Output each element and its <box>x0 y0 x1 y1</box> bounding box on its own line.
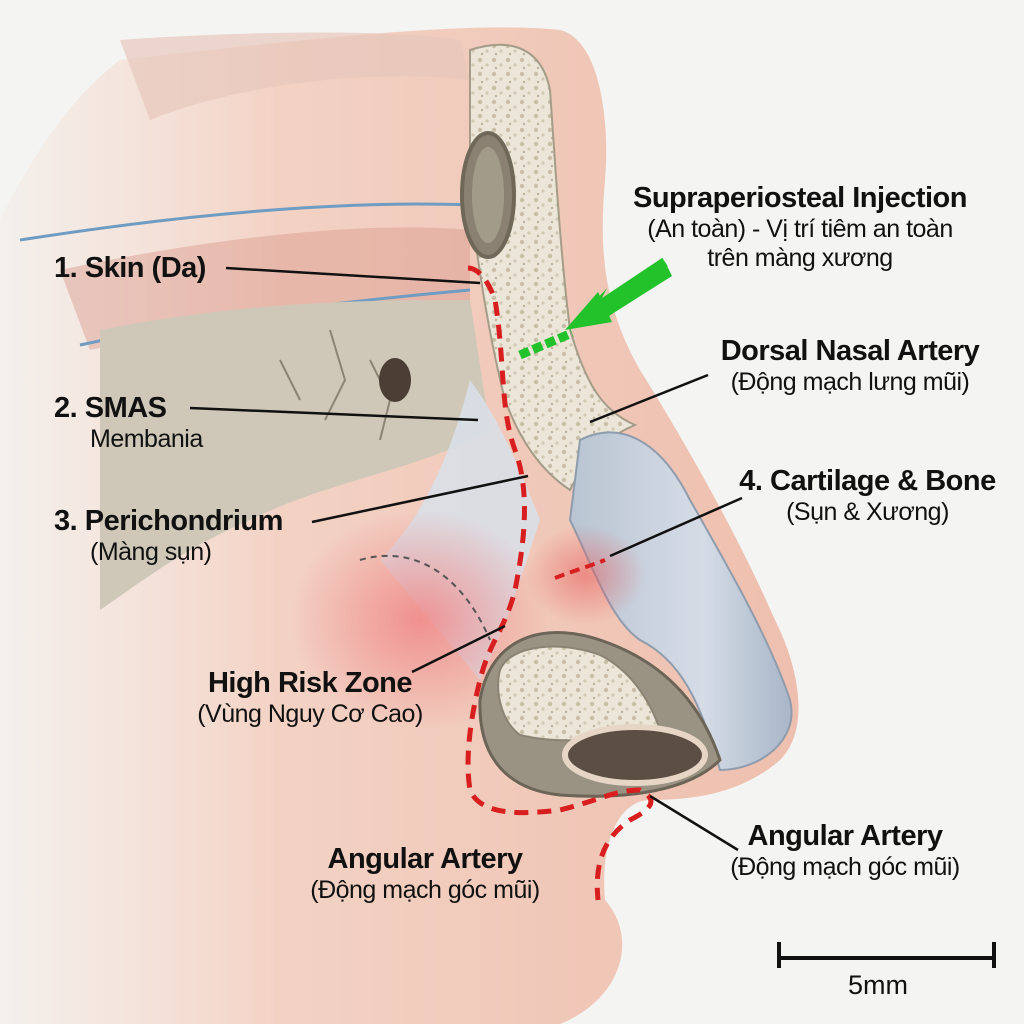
label-high-risk-subtitle: (Vùng Nguy Cơ Cao) <box>197 700 423 729</box>
high-risk-glow-2 <box>525 525 645 625</box>
leader-angular-right <box>649 794 739 852</box>
leader-lines <box>189 266 743 852</box>
label-dorsal-title: Dorsal Nasal Artery <box>720 335 980 367</box>
leader-cartilage <box>609 496 743 558</box>
label-smas-subtitle: Membania <box>90 425 203 454</box>
nostril <box>562 724 708 786</box>
high-risk-glow <box>290 510 550 730</box>
label-perichondrium-subtitle: (Màng sụn) <box>90 538 212 567</box>
label-perichondrium: 3. Perichondrium (Màng sụn) <box>54 505 283 567</box>
scale-bar-label: 5mm <box>848 970 908 1000</box>
leader-high-risk <box>411 624 506 674</box>
label-perichondrium-title: 3. Perichondrium <box>54 505 283 537</box>
label-angular-left-subtitle: (Động mạch góc mũi) <box>310 876 540 905</box>
label-supraperiosteal: Supraperiosteal Injection (An toàn) - Vị… <box>600 182 1000 273</box>
label-supraperiosteal-line3: trên màng xương <box>707 244 893 273</box>
label-skin: 1. Skin (Da) <box>54 252 206 285</box>
label-cartilage-title: 4. Cartilage & Bone <box>739 465 996 497</box>
forehead-layer-outer <box>120 32 470 120</box>
leader-skin <box>225 266 481 285</box>
label-smas-title: 2. SMAS <box>54 392 167 424</box>
label-cartilage-subtitle: (Sụn & Xương) <box>786 498 949 527</box>
foramen <box>379 358 411 402</box>
label-angular-artery-right: Angular Artery (Động mạch góc mũi) <box>690 820 1000 882</box>
label-supraperiosteal-title: Supraperiosteal Injection <box>633 182 967 214</box>
label-dorsal-subtitle: (Động mạch lưng mũi) <box>730 368 970 397</box>
nasal-bone <box>469 43 638 492</box>
label-angular-right-title: Angular Artery <box>747 820 943 852</box>
cartilage-body <box>568 431 793 772</box>
artery-dashed-path <box>465 265 654 901</box>
label-high-risk: High Risk Zone (Vùng Nguy Cơ Cao) <box>160 667 460 729</box>
artery-branch <box>554 558 606 580</box>
label-dorsal-nasal-artery: Dorsal Nasal Artery (Động mạch lưng mũi) <box>690 335 1010 397</box>
label-smas: 2. SMAS Membania <box>54 392 203 454</box>
leader-smas <box>189 406 479 422</box>
frontal-sinus-inner <box>472 147 504 243</box>
label-angular-right-subtitle: (Động mạch góc mũi) <box>730 853 960 882</box>
scale-bar <box>777 942 996 968</box>
label-cartilage-bone: 4. Cartilage & Bone (Sụn & Xương) <box>715 465 1020 527</box>
label-angular-left-title: Angular Artery <box>327 843 523 875</box>
label-angular-artery-left: Angular Artery (Động mạch góc mũi) <box>275 843 575 905</box>
label-skin-title: 1. Skin (Da) <box>54 252 206 284</box>
label-high-risk-title: High Risk Zone <box>207 667 413 699</box>
injection-arrow-head <box>565 292 612 330</box>
leader-perichondrium <box>311 474 529 524</box>
label-supraperiosteal-line2: (An toàn) - Vị trí tiêm an toàn <box>647 215 953 244</box>
nerve-line-upper <box>19 202 471 242</box>
injection-needle <box>518 328 574 360</box>
leader-dorsal <box>589 373 709 424</box>
